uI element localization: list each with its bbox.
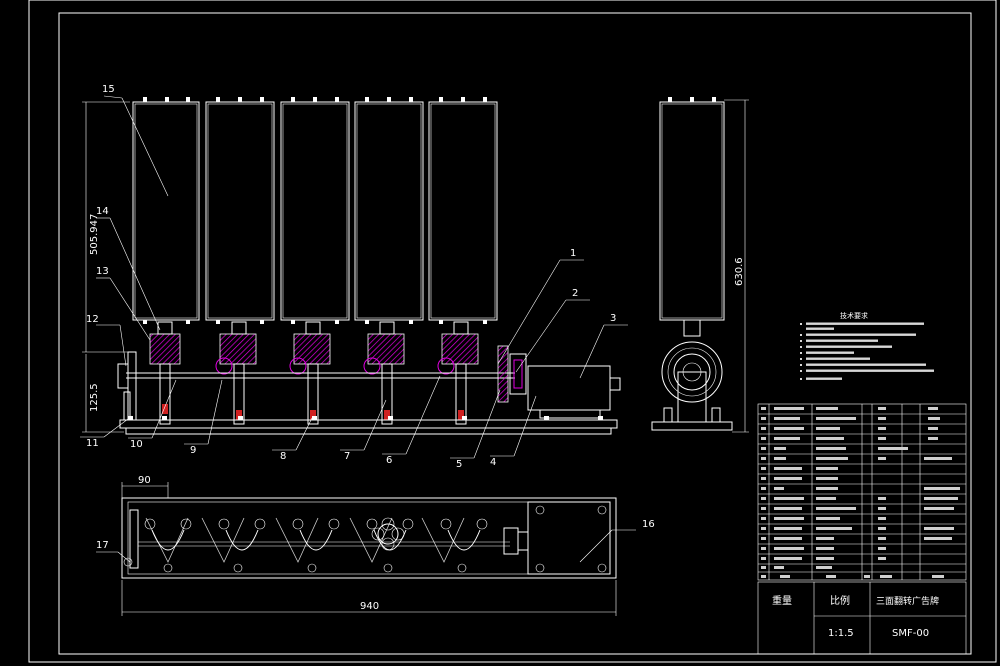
top-view: 90 940 xyxy=(121,475,617,616)
drawing-code: SMF-00 xyxy=(892,628,929,639)
inner-frame xyxy=(58,12,972,655)
front-view: 505.947 125.5 xyxy=(82,97,621,435)
base-frame xyxy=(119,419,618,429)
part-label-13: 13 xyxy=(96,266,109,277)
part-label-11: 11 xyxy=(86,438,99,449)
ad-panel xyxy=(428,101,498,321)
part-label-7: 7 xyxy=(344,451,350,462)
scale-value: 1:1.5 xyxy=(828,628,854,639)
product-name: 三面翻转广告牌 xyxy=(876,595,939,607)
part-label-5: 5 xyxy=(456,459,462,470)
dimension-base-height: 125.5 xyxy=(82,354,124,433)
dim-panel-height-text: 505.947 xyxy=(89,214,100,255)
part-label-9: 9 xyxy=(190,445,196,456)
ad-panel xyxy=(205,101,275,321)
technical-requirements: 技术要求 xyxy=(800,311,934,380)
parts-list-table xyxy=(757,403,967,581)
part-label-10: 10 xyxy=(130,439,143,450)
motor xyxy=(527,365,611,411)
title-block: 重量 比例 三面翻转广告牌 1:1.5 SMF-00 xyxy=(757,581,967,655)
part-leaders: 15 14 13 12 11 10 9 8 7 6 5 4 1 2 3 16 1… xyxy=(80,84,655,563)
advertising-panels xyxy=(132,97,498,324)
part-label-16: 16 xyxy=(642,519,655,530)
part-label-15: 15 xyxy=(102,84,115,95)
part-label-3: 3 xyxy=(610,313,616,324)
part-label-14: 14 xyxy=(96,206,109,217)
outer-border xyxy=(28,0,997,663)
part-label-12: 12 xyxy=(86,314,99,325)
part-label-6: 6 xyxy=(386,455,392,466)
dim-side-height-text: 630.6 xyxy=(734,257,745,286)
dim-length-text: 940 xyxy=(360,601,379,612)
part-label-4: 4 xyxy=(490,457,496,468)
dim-base-height-text: 125.5 xyxy=(89,383,100,412)
part-label-8: 8 xyxy=(280,451,286,462)
part-label-17: 17 xyxy=(96,540,109,551)
weight-label: 重量 xyxy=(772,594,792,607)
ad-panel xyxy=(280,101,350,321)
gear-units xyxy=(149,321,479,425)
part-label-1: 1 xyxy=(570,248,576,259)
dimension-panel-height: 505.947 xyxy=(82,101,130,353)
ad-panel xyxy=(132,101,200,321)
dim-offset-text: 90 xyxy=(138,475,151,486)
top-base-plate xyxy=(121,497,617,579)
tech-req-title: 技术要求 xyxy=(840,311,868,320)
ad-panel xyxy=(354,101,424,321)
part-label-2: 2 xyxy=(572,288,578,299)
side-view: 630.6 xyxy=(651,97,749,433)
scale-label: 比例 xyxy=(830,594,850,607)
side-panel xyxy=(659,101,725,321)
